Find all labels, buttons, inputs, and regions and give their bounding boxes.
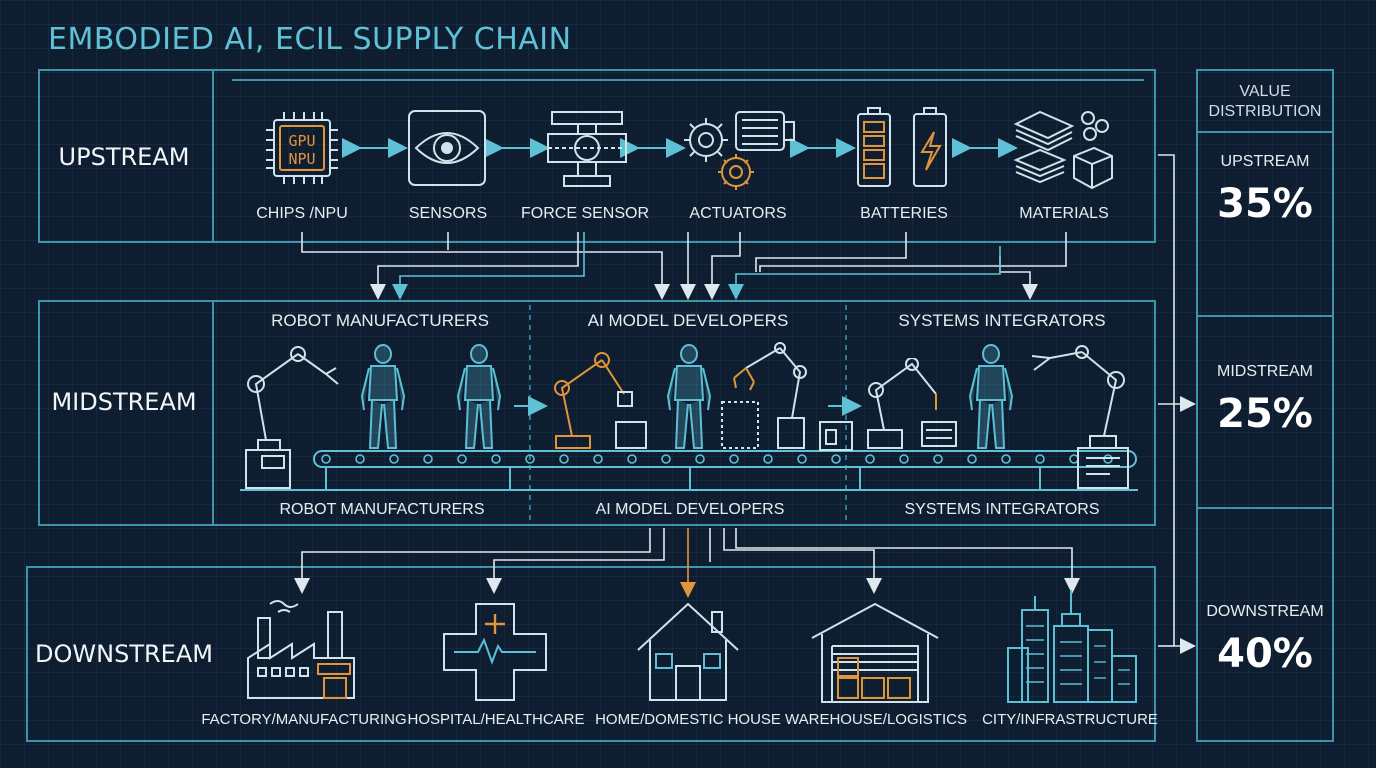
warehouse-icon [811,602,939,703]
downstream-label-warehouse: WAREHOUSE/LOGISTICS [785,711,967,728]
midstream-top-label-robot-manufacturers: ROBOT MANUFACTURERS [271,311,489,330]
robot-arm-icon [245,346,339,489]
midstream-top-label-systems-integrators: SYSTEMS INTEGRATORS [898,311,1106,330]
hospital-icon [443,603,547,701]
robot-arm-icon [867,358,957,449]
package-box-icon [615,421,647,449]
force-sensor-icon [547,111,627,187]
value-upstream-percent: 35% [1217,181,1313,227]
materials-icon [1013,110,1113,190]
downstream-tier-label: DOWNSTREAM [35,640,213,668]
value-midstream-label: MIDSTREAM [1217,363,1313,380]
battery-icon [857,107,947,187]
page-title: EMBODIED AI, ECIL SUPPLY CHAIN [48,22,572,57]
robot-arm-gripper-icon [721,342,807,449]
value-upstream-label: UPSTREAM [1220,153,1310,170]
midstream-panel [38,300,1156,526]
downstream-panel [26,566,1156,742]
value-midstream-percent: 25% [1217,391,1313,437]
downstream-label-hospital: HOSPITAL/HEALTHCARE [407,711,585,728]
upstream-label-chips: CHIPS /NPU [256,205,348,222]
factory-icon [247,600,355,699]
midstream-tier-label: MIDSTREAM [51,388,197,416]
midstream-top-label-ai-model-developers: AI MODEL DEVELOPERS [587,311,789,330]
eye-sensor-icon [408,110,486,186]
value-distribution-title-line1: VALUE [1239,83,1291,100]
robot-arm-orange-icon [554,352,633,449]
upstream-label-sensors: SENSORS [408,205,488,222]
chip-text-npu: NPU [288,150,315,168]
crate-icon [819,421,853,451]
value-downstream-percent: 40% [1217,631,1313,677]
value-distribution-panel: VALUE DISTRIBUTION UPSTREAM 35% MIDSTREA… [1196,69,1334,742]
humanoid-robot-icon [666,344,712,449]
upstream-tier-label: UPSTREAM [58,143,190,171]
robot-arm-icon [1031,345,1129,489]
upstream-label-cell [40,71,214,241]
midstream-bottom-label-systems-integrators: SYSTEMS INTEGRATORS [904,501,1100,518]
upstream-label-force-sensor: FORCE SENSOR [520,205,650,222]
downstream-label-factory: FACTORY/MANUFACTURING [201,711,407,728]
midstream-label-cell [40,302,214,524]
upstream-label-actuators: ACTUATORS [689,205,787,222]
humanoid-robot-icon [968,344,1014,449]
house-icon [637,602,739,701]
value-upstream-cell: UPSTREAM 35% [1198,131,1332,317]
value-downstream-label: DOWNSTREAM [1206,603,1324,620]
value-distribution-header: VALUE DISTRIBUTION [1198,71,1332,133]
downstream-label-home: HOME/DOMESTIC HOUSE [595,711,781,728]
value-midstream-cell: MIDSTREAM 25% [1198,315,1332,509]
chip-text-gpu: GPU [288,132,315,150]
downstream-label-city: CITY/INFRASTRUCTURE [982,711,1158,728]
midstream-bottom-label-robot-manufacturers: ROBOT MANUFACTURERS [279,501,485,518]
upstream-panel [38,69,1156,243]
upstream-label-materials: MATERIALS [1019,205,1109,222]
conveyor-rollers [321,454,1113,464]
value-downstream-cell: DOWNSTREAM 40% [1198,507,1332,742]
city-icon [1007,590,1137,703]
upstream-label-batteries: BATTERIES [860,205,948,222]
gear-motor-icon [684,111,795,190]
chip-icon: GPU NPU [266,112,338,184]
value-distribution-title-line2: DISTRIBUTION [1208,103,1322,120]
humanoid-robot-icon [360,344,406,449]
humanoid-robot-icon [456,344,502,449]
midstream-bottom-label-ai-model-developers: AI MODEL DEVELOPERS [595,501,785,518]
